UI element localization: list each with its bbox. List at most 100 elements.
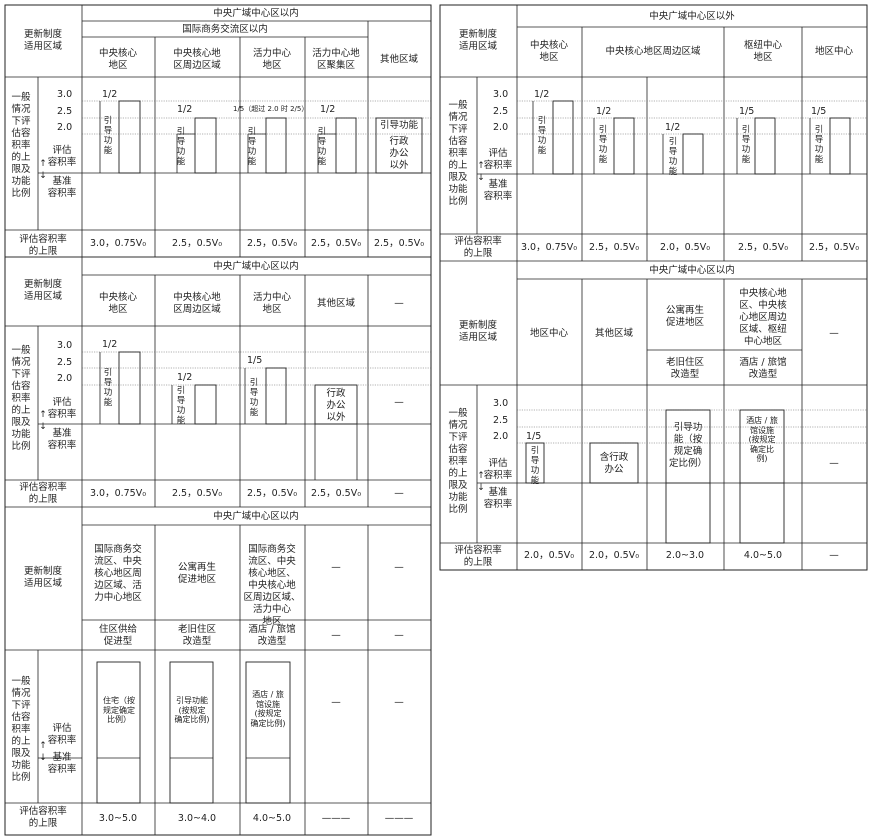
guide-label: 引 导 功 能 [103, 116, 113, 156]
general-ratio-label: 一般 情况 下评 估容 积率 的上 限及 功能 比例 [11, 345, 31, 452]
arrow-icon: ↑ ↓ [39, 410, 47, 432]
col-label: 活力中心地 区聚集区 [312, 48, 360, 71]
guide-label: 引 导 功 能 [176, 127, 186, 167]
col-label: — [394, 562, 404, 573]
limit-value: 2.5，0.5V₀ [246, 488, 298, 499]
general-ratio-label: 一般 情况 下评 估容 积率 的上 限及 功能 比例 [448, 408, 468, 515]
col-label: — [331, 562, 341, 573]
tick-2: 2.0 [493, 431, 509, 442]
tick-3: 3.0 [57, 89, 73, 100]
sub-label: 老旧住区 改造型 [665, 357, 705, 380]
col-label: 中央核心地 区周边区域 [173, 292, 221, 315]
header-central-within: 中央广域中心区以内 [213, 261, 299, 272]
guide-label: 引 导 功 能 [598, 125, 608, 165]
sub-label: 住区供给 促进型 [98, 624, 138, 647]
col-label: 其他区域 [316, 298, 356, 309]
tick-3: 3.0 [57, 340, 73, 351]
upper-limit-label: 评估容积率 的上限 [19, 482, 67, 505]
box-label: 引导功能 (按规定 确定比例) [174, 696, 210, 724]
upper-limit-label: 评估容积率 的上限 [19, 806, 67, 829]
col-label: 中央核心地 区周边区域 [173, 48, 221, 71]
col-label: 其他区域 [594, 328, 634, 339]
guide-label: 引 导 功 能 [103, 368, 113, 408]
base-far-label: 基准 容积率 [47, 176, 77, 199]
tick-3: 3.0 [493, 89, 509, 100]
limit-value: ——— [321, 813, 351, 824]
fraction: 1/2 [177, 372, 193, 383]
header-central-within: 中央广域中心区以内 [213, 511, 299, 522]
limit-value: 2.0~3.0 [665, 550, 705, 561]
guide-label: 引 导 功 能 [537, 116, 547, 156]
guide-label: 引 导 功 能 [668, 137, 678, 177]
tick-25: 2.5 [493, 415, 509, 426]
fraction: 1/5（超过 2.0 时 2/5） [233, 105, 309, 113]
upper-limit-label: 评估容积率 的上限 [19, 234, 67, 257]
eval-far-label: 评估 容积率 [483, 148, 513, 171]
fraction: 1/5 [811, 106, 827, 117]
limit-value: 2.5，0.5V₀ [171, 488, 223, 499]
col-label: 地区中心 [529, 328, 569, 339]
arrow-icon: ↑ ↓ [477, 471, 485, 493]
col-label: — [829, 328, 839, 339]
limit-value: 2.5，0.5V₀ [737, 242, 789, 253]
limit-value: ——— [384, 813, 414, 824]
admin-label: 行政 办公 以外 [326, 388, 346, 423]
col-label: 其他区域 [379, 54, 419, 65]
limit-value: — [394, 488, 404, 499]
base-far-label: 基准 容积率 [483, 179, 513, 202]
limit-value: 2.5，0.5V₀ [808, 242, 860, 253]
box-label: 住宅（按 规定确定 比例） [103, 696, 135, 724]
col-label: 活力中心 地区 [252, 48, 292, 71]
limit-value: 2.5，0.5V₀ [588, 242, 640, 253]
eval-far-label: 评估 容积率 [47, 723, 77, 746]
fraction: 1/5 [247, 355, 263, 366]
tick-2: 2.0 [57, 122, 73, 133]
guide-label: 引 导 功 能 [741, 125, 751, 165]
limit-value: 2.0，0.5V₀ [588, 550, 640, 561]
limit-value: 2.5，0.5V₀ [310, 238, 362, 249]
general-ratio-label: 一般 情况 下评 估容 积率 的上 限及 功能 比例 [11, 92, 31, 199]
box-label: 引导功 能（按 规定确 定比例） [668, 422, 708, 469]
renewal-zone-label: 更新制度 适用区域 [23, 279, 63, 302]
limit-value: 3.0，0.75V₀ [89, 238, 147, 249]
tick-2: 2.0 [57, 373, 73, 384]
col-label: 中央核心地区周边区域 [605, 46, 701, 57]
fraction: 1/2 [102, 339, 118, 350]
col-label: 中央核心地 区、中央核 心地区周边 区域、枢纽 中心地区 [739, 288, 787, 347]
col-label: 国际商务交 流区、中央 核心地区周 边区域、活 力中心地区 [94, 544, 142, 603]
limit-value: 2.5，0.5V₀ [373, 238, 425, 249]
arrow-icon: ↑ ↓ [39, 159, 47, 181]
limit-value: 3.0，0.75V₀ [520, 242, 578, 253]
col-label: 公寓再生 促进地区 [177, 562, 217, 585]
col-label: 中央核心 地区 [529, 40, 569, 63]
renewal-zone-label: 更新制度 适用区域 [23, 29, 63, 52]
box-label: 酒店 / 旅 馆设施 (按规定 确定比 例) [746, 416, 778, 463]
fraction: 1/2 [102, 89, 118, 100]
fraction: 1/2 [665, 122, 681, 133]
limit-value: 2.0，0.5V₀ [659, 242, 711, 253]
header-central-outside: 中央广域中心区以外 [649, 11, 735, 22]
upper-limit-label: 评估容积率 的上限 [454, 236, 502, 259]
base-far-label: 基准 容积率 [483, 487, 513, 510]
renewal-zone-label: 更新制度 适用区域 [23, 566, 63, 589]
limit-value: 3.0~4.0 [177, 813, 217, 824]
general-ratio-label: 一般 情况 下评 估容 积率 的上 限及 功能 比例 [448, 100, 468, 207]
base-far-label: 基准 容积率 [47, 428, 77, 451]
header-central-within: 中央广域中心区以内 [213, 8, 299, 19]
col-label: 活力中心 地区 [252, 292, 292, 315]
dash: — [394, 397, 404, 408]
fraction: 1/2 [596, 106, 612, 117]
limit-value: 2.0，0.5V₀ [523, 550, 575, 561]
arrow-icon: ↑ ↓ [477, 161, 485, 183]
fraction: 1/2 [320, 104, 336, 115]
guide-label: 引 导 功 能 [814, 125, 824, 165]
guide-label: 引 导 功 能 [249, 378, 259, 418]
guide-label: 引 导 功 能 [247, 127, 257, 167]
dash: — [331, 697, 341, 708]
dash: — [394, 697, 404, 708]
general-ratio-label: 一般 情况 下评 估容 积率 的上 限及 功能 比例 [11, 676, 31, 783]
base-far-label: 基准 容积率 [47, 752, 77, 775]
renewal-zone-label: 更新制度 适用区域 [458, 29, 498, 52]
tick-3: 3.0 [493, 398, 509, 409]
